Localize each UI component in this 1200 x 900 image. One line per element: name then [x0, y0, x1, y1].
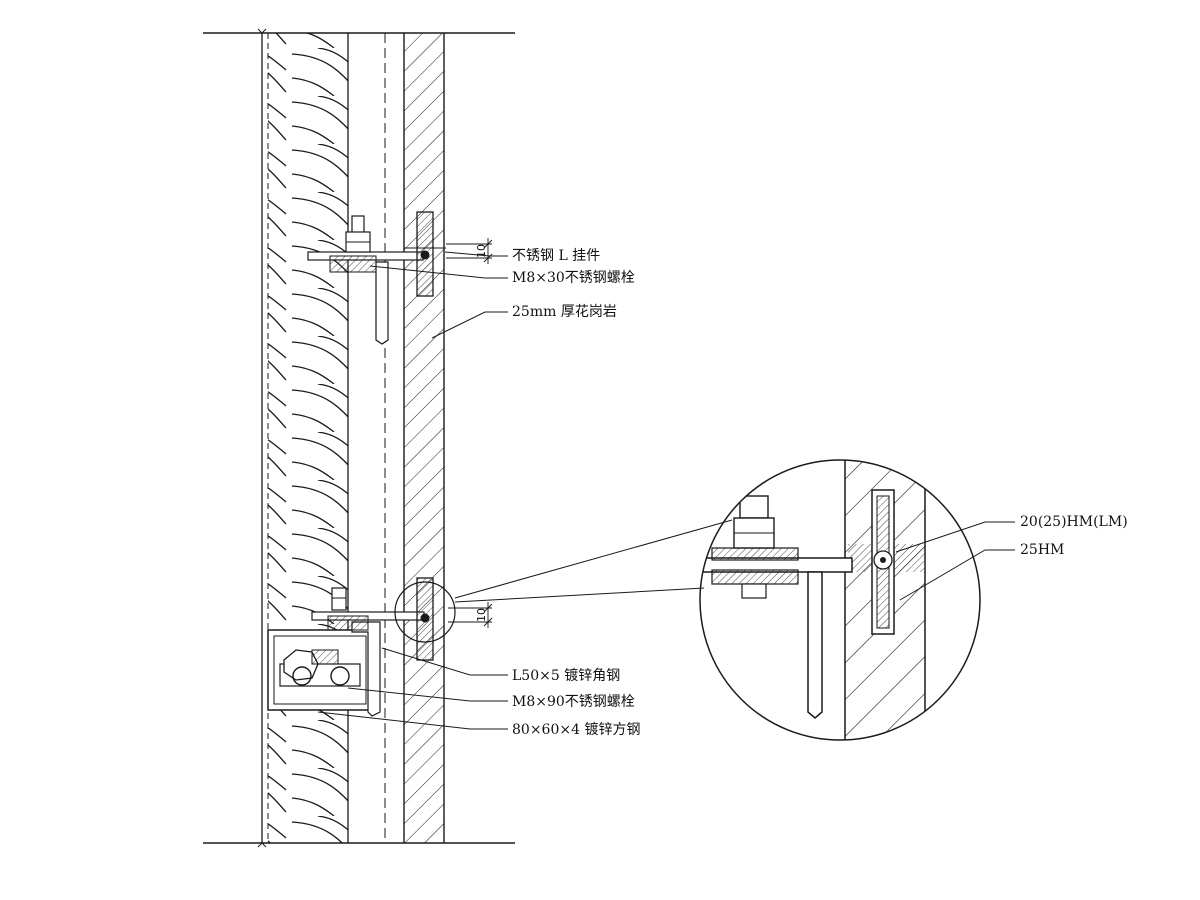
leader-l-hanger — [444, 251, 508, 257]
label-bolt-m8x90: M8×90不锈钢螺栓 — [512, 694, 635, 710]
lower-pin-dot — [420, 613, 430, 623]
upper-anchor — [307, 211, 446, 345]
leader-angle-steel — [381, 647, 508, 676]
label-sealant-1: 20(25)HM(LM) — [1020, 514, 1128, 530]
upper-washer-stack — [329, 255, 377, 273]
leader-bolt-m8x90 — [347, 687, 508, 702]
label-sealant-2: 25HM — [1020, 542, 1064, 558]
upper-pin-dot — [420, 250, 430, 260]
label-bolt-m8x30: M8×30不锈钢螺栓 — [512, 270, 635, 286]
leader-square-steel — [317, 711, 508, 730]
leader-sealant-1 — [895, 521, 1015, 553]
lower-bolt-head — [331, 587, 347, 611]
annotations: 不锈钢 L 挂件 M8×30不锈钢螺栓 25mm 厚花岗岩 L50×5 镀锌角钢… — [475, 244, 1128, 738]
label-square-steel: 80×60×4 镀锌方钢 — [512, 721, 640, 738]
label-angle-steel: L50×5 镀锌角钢 — [512, 667, 620, 684]
leader-bolt-m8x30 — [369, 265, 508, 279]
lower-washer-stack — [327, 615, 369, 631]
detail-view — [699, 459, 1015, 741]
m8x90-bolt-nut — [283, 649, 319, 681]
detail-circle-border — [699, 459, 981, 741]
lower-dimension — [448, 602, 493, 628]
dimension-lower-text: 10 — [475, 608, 488, 622]
upper-angle-leg — [375, 261, 389, 345]
leader-lines — [317, 251, 733, 730]
upper-bolt-head — [351, 215, 365, 235]
lower-anchor — [267, 577, 456, 717]
detail-angle-leg — [807, 571, 823, 719]
leader-granite — [431, 311, 508, 339]
label-l-hanger: 不锈钢 L 挂件 — [512, 248, 600, 264]
callout-line-top — [454, 519, 733, 599]
main-section — [203, 28, 733, 848]
detail-washer-stack — [711, 547, 799, 561]
bolt-hole-right — [330, 666, 350, 686]
bolt-hole-left — [292, 666, 312, 686]
upper-dimension — [446, 238, 493, 264]
detail-bolt-head — [739, 495, 769, 519]
lower-angle-steel — [351, 621, 381, 717]
leader-sealant-2 — [899, 549, 1015, 601]
dimension-upper-text: 10 — [475, 244, 488, 258]
callout-line-bottom — [454, 587, 705, 603]
granite-panel — [403, 33, 445, 843]
insulation-layer — [257, 28, 349, 848]
label-granite: 25mm 厚花岗岩 — [512, 304, 617, 320]
detail-callout-circle — [394, 581, 456, 643]
